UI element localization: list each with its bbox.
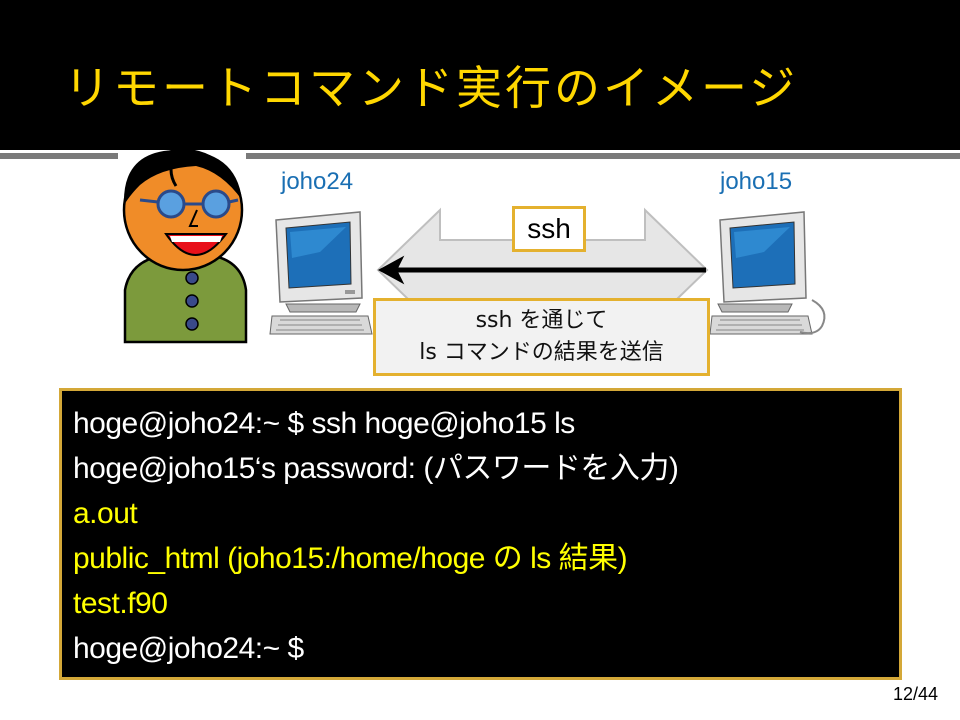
- arrow-left-icon: [377, 255, 405, 285]
- callout-line-2: ls コマンドの結果を送信: [419, 340, 664, 365]
- remote-host-label: joho15: [720, 168, 793, 195]
- terminal-line: hoge@joho15‘s password: (パスワードを入力): [73, 452, 679, 485]
- terminal-window: hoge@joho24:~ $ ssh hoge@joho15 ls hoge@…: [59, 388, 902, 680]
- user-avatar-icon: [118, 148, 248, 344]
- terminal-line: hoge@joho24:~ $ ssh hoge@joho15 ls: [73, 407, 575, 440]
- ssh-label: ssh: [512, 206, 586, 252]
- terminal-line: public_html (joho15:/home/hoge の ls 結果): [73, 542, 628, 575]
- slide-title: リモートコマンド実行のイメージ: [64, 61, 799, 115]
- callout-line-1: ssh を通じて: [475, 308, 608, 333]
- remote-computer-icon: [709, 211, 826, 335]
- terminal-line: test.f90: [73, 587, 168, 620]
- local-computer-icon: [269, 211, 373, 335]
- ssh-callout: ssh を通じて ls コマンドの結果を送信: [373, 298, 710, 376]
- terminal-line: a.out: [73, 497, 138, 530]
- title-divider: [0, 150, 960, 153]
- terminal-prompt: hoge@joho24:~ $: [73, 632, 304, 665]
- title-bar: リモートコマンド実行のイメージ: [0, 0, 960, 150]
- title-divider-shadow: [0, 153, 960, 159]
- page-number: 12/44: [892, 684, 938, 704]
- local-host-label: joho24: [281, 168, 354, 195]
